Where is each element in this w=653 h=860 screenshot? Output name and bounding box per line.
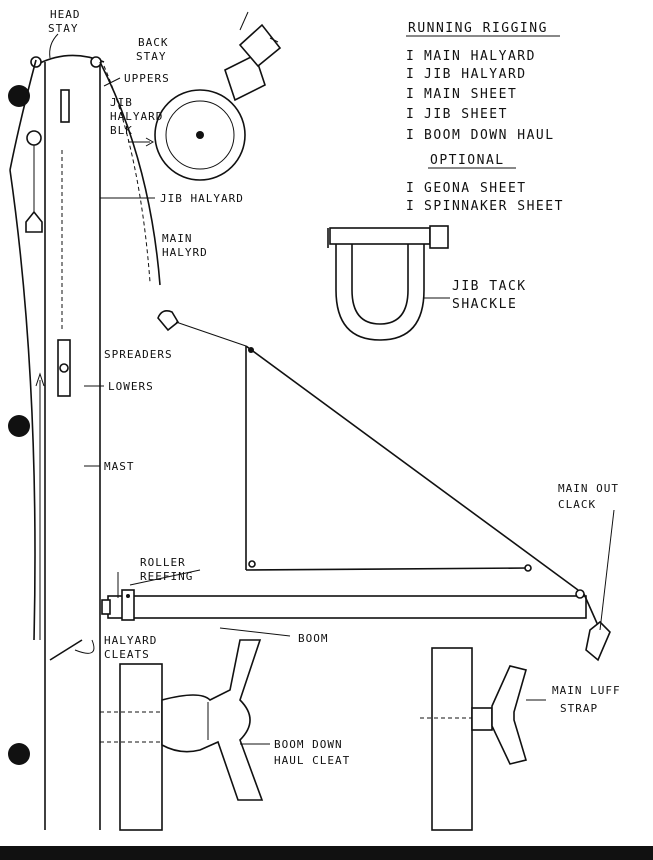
main-luff-strap-drawing [420,647,546,831]
jib-halyard-label: JIB HALYARD [160,192,244,205]
rr-item-2-marker: I [406,87,415,102]
boom-drawing [101,509,615,662]
uppers-label: UPPERS [124,72,170,85]
running-rigging-list: RUNNING RIGGING I MAIN HALYARD I JIB HAL… [406,21,564,214]
jib-tack-shackle-drawing [327,225,450,341]
rr-item-4-marker: I [406,128,415,143]
rr-optional-0-label: GEONA SHEET [424,181,527,196]
uppers-pointer [103,77,121,87]
rr-optional-title: OPTIONAL [430,153,505,168]
main-halyard-label-2: HALYRD [162,246,208,259]
mainsail-outline [245,345,579,591]
main-out-clack-label-1: MAIN OUT [558,482,619,495]
boom-down-haul-cleat-label-1: BOOM DOWN [274,738,343,751]
punch-hole-top [8,85,30,107]
boom-down-haul-cleat-drawing [100,639,270,831]
main-out-clack-label-2: CLACK [558,498,596,511]
head-stay-label-2: STAY [48,22,79,35]
scan-edge [0,846,653,860]
rr-item-4-label: BOOM DOWN HAUL [424,128,555,143]
back-stay-label-2: STAY [136,50,167,63]
boom-label: BOOM [298,632,329,645]
head-stay-label-1: HEAD [50,8,81,21]
halyard-cleats-label-2: CLEATS [104,648,150,661]
boom-down-haul-cleat-label-2: HAUL CLEAT [274,754,350,767]
rr-item-0-marker: I [406,49,415,64]
rr-item-2-label: MAIN SHEET [424,87,517,102]
rr-item-0-label: MAIN HALYARD [424,49,536,64]
jib-tack-shackle-label-1: JIB TACK [452,279,527,294]
jib-halyard-blk-label-1: JIB [110,96,133,109]
spreaders-label: SPREADERS [104,348,173,361]
back-stay-label-1: BACK [138,36,169,49]
roller-reefing-label-2: REEFING [140,570,193,583]
rr-item-1-label: JIB HALYARD [424,67,527,82]
punch-hole-middle [8,415,30,437]
punch-hole-bottom [8,743,30,765]
main-luff-strap-label-1: MAIN LUFF [552,684,621,697]
main-halyard-shackle [157,310,247,347]
jib-halyard-blk-label-3: BLK [110,124,133,137]
rr-optional-1-marker: I [406,199,415,214]
lowers-label: LOWERS [108,380,154,393]
jib-tack-shackle-label-2: SHACKLE [452,297,517,312]
rr-item-3-label: JIB SHEET [424,107,508,122]
head-stay-pointer [49,33,59,59]
halyard-cleats-label-1: HALYARD [104,634,157,647]
rr-item-1-marker: I [406,67,415,82]
roller-reefing-label-1: ROLLER [140,556,186,569]
main-luff-strap-label-2: STRAP [560,702,598,715]
jib-halyard-block-drawing [128,11,282,181]
main-halyard-label-1: MAIN [162,232,193,245]
rr-optional-0-marker: I [406,181,415,196]
rr-item-3-marker: I [406,107,415,122]
mast-drawing [9,54,161,830]
rr-optional-1-label: SPINNAKER SHEET [424,199,564,214]
mast-label: MAST [104,460,135,473]
jib-halyard-blk-label-2: HALYARD [110,110,163,123]
running-rigging-title: RUNNING RIGGING [408,21,548,36]
